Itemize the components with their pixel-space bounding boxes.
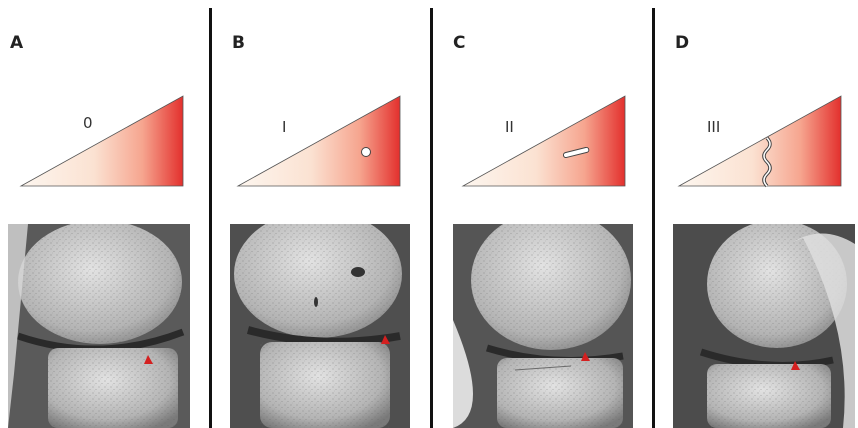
meniscus-wedge-diagram	[232, 90, 422, 200]
grade-label: 0	[83, 114, 93, 132]
panel-letter: C	[453, 33, 465, 53]
panel-d: D III	[655, 0, 858, 428]
meniscus-wedge-diagram	[673, 90, 858, 200]
meniscus-wedge-diagram	[15, 90, 205, 200]
mri-knee-image	[230, 224, 410, 428]
mri-knee-image	[673, 224, 855, 428]
mri-knee-image	[453, 224, 633, 428]
grade-label: II	[505, 118, 514, 136]
globular-signal-shape	[362, 148, 371, 157]
panel-a: A 0	[0, 0, 208, 428]
meniscus-wedge-diagram	[457, 90, 647, 200]
panel-letter: B	[232, 33, 245, 53]
panel-c: C II	[433, 0, 652, 428]
grade-label: I	[282, 118, 286, 136]
panel-letter: D	[675, 33, 689, 53]
grade-label: III	[707, 118, 720, 136]
panel-letter: A	[10, 33, 23, 53]
mri-knee-image	[8, 224, 190, 428]
panel-b: B I	[212, 0, 430, 428]
